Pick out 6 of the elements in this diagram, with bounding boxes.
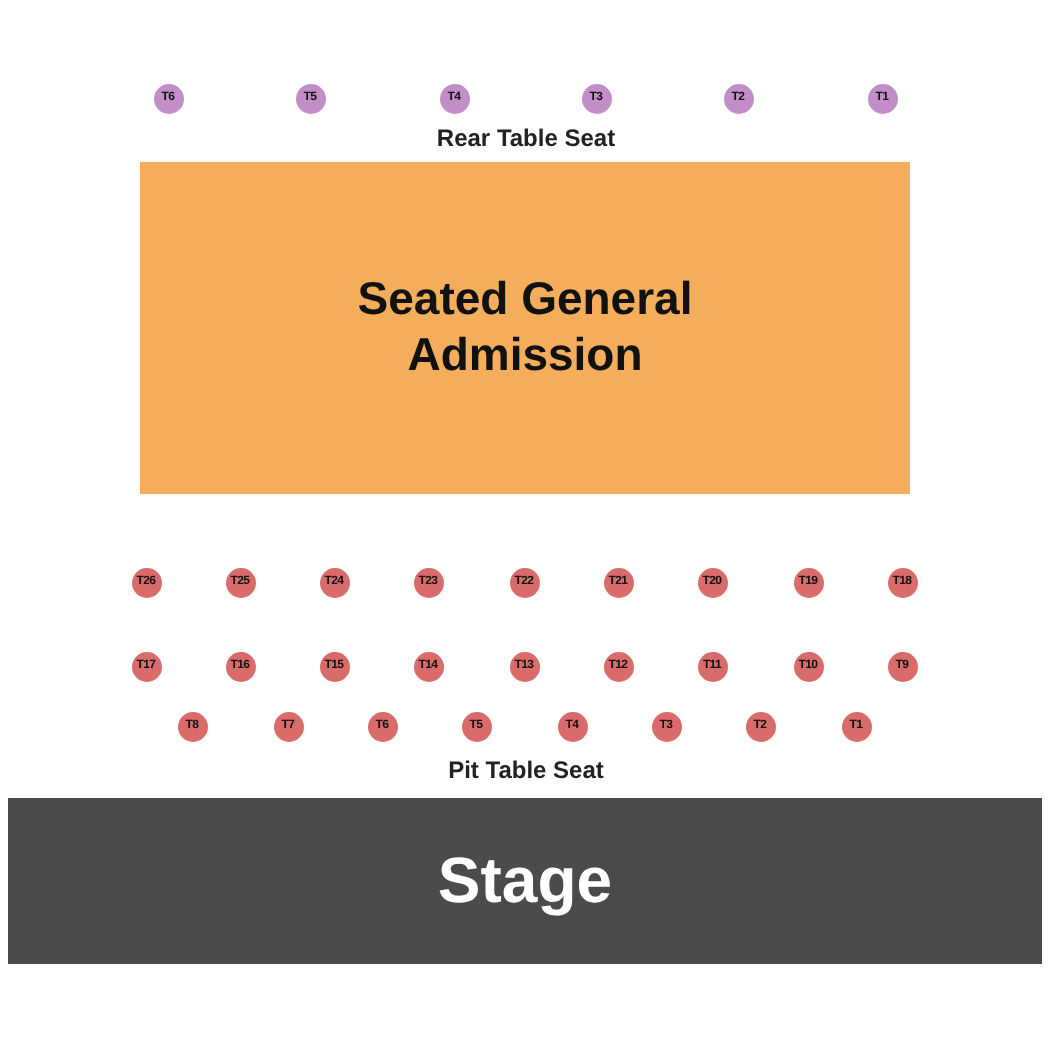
stage-area (8, 798, 1042, 964)
section-label: Stage (437, 842, 613, 920)
section-label: Seated General Admission (355, 272, 695, 384)
seating-section (140, 162, 910, 494)
section-caption: Pit Table Seat (448, 756, 604, 784)
section-caption: Rear Table Seat (436, 124, 616, 152)
